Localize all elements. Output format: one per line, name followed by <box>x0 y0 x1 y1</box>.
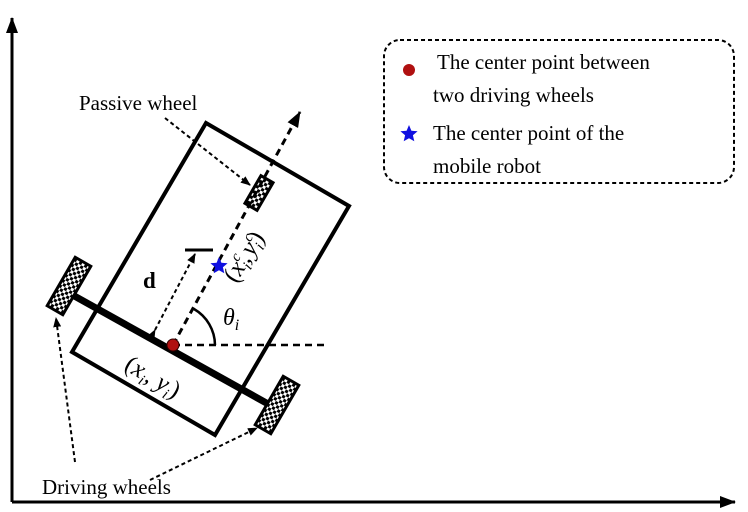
legend-item-1-line1: The center point between <box>437 50 650 74</box>
robot-center-star <box>210 257 228 274</box>
legend: The center point between two driving whe… <box>383 39 735 184</box>
d-label: d <box>143 268 156 293</box>
driving-wheels-label: Driving wheels <box>42 475 171 499</box>
passive-wheel <box>242 173 276 213</box>
wheel-center-point <box>166 338 180 352</box>
legend-red-dot-icon <box>403 64 415 76</box>
driving-wheel-right <box>253 374 301 436</box>
legend-box <box>383 39 735 184</box>
d-dimension-line <box>147 253 196 340</box>
legend-item-1-line2: two driving wheels <box>433 83 594 107</box>
legend-item-2-line2: mobile robot <box>433 154 541 178</box>
legend-item-2-line1: The center point of the <box>433 121 624 145</box>
passive-wheel-label: Passive wheel <box>79 91 198 115</box>
theta-label: θi <box>223 305 239 334</box>
coordinate-axes <box>5 17 736 508</box>
legend-blue-star-icon <box>400 125 418 142</box>
wheel-axle <box>58 284 272 409</box>
driving-wheel-right-pointer <box>149 427 258 481</box>
robot-body <box>69 120 352 438</box>
theta-arc <box>193 307 217 346</box>
heading-line <box>171 111 302 346</box>
driving-wheel-left <box>45 255 93 317</box>
robot-center-coordinates: (xci,yci) <box>217 226 272 289</box>
driving-wheel-left-pointer <box>53 317 76 463</box>
